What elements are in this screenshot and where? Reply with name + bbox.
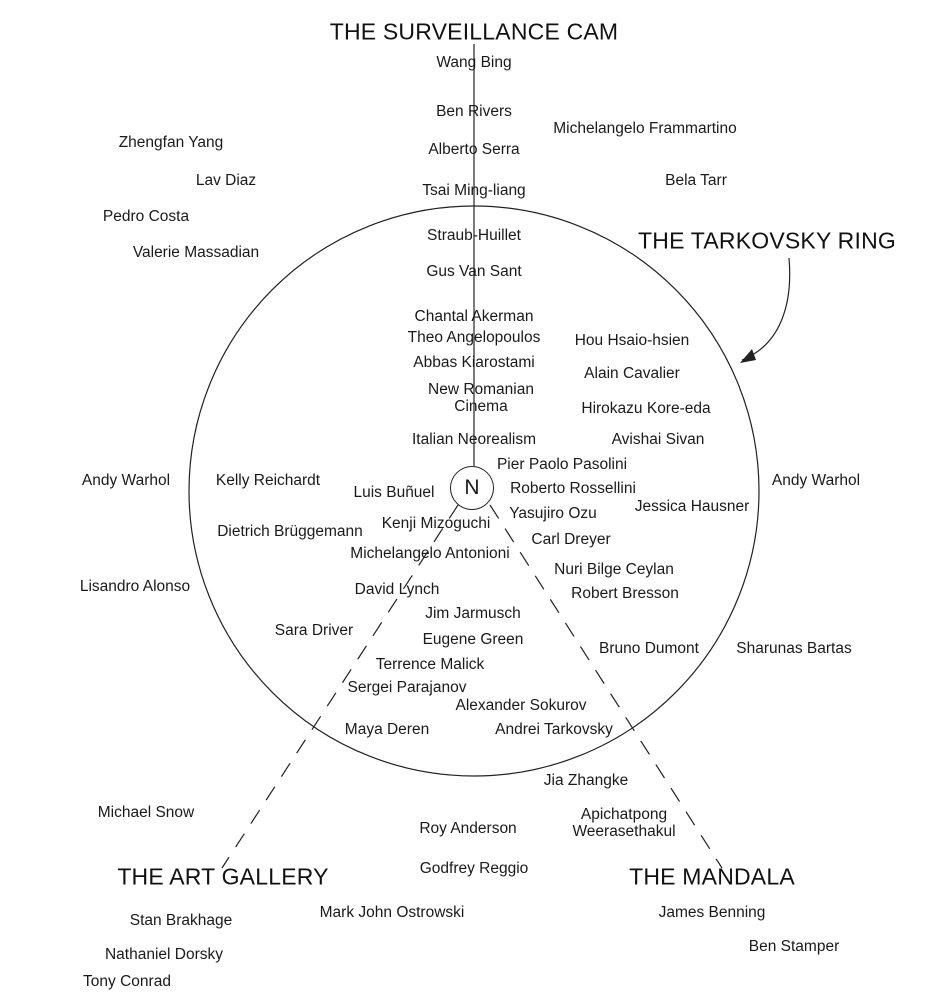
filmmaker-label: Alain Cavalier (584, 365, 680, 383)
filmmaker-label: Ben Stamper (748, 938, 840, 956)
filmmaker-label: Tony Conrad (83, 973, 171, 991)
arrow-head-icon (740, 349, 756, 363)
filmmaker-label: Straub-Huillet (427, 227, 521, 245)
filmmaker-label: Luis Buñuel (353, 484, 435, 502)
filmmaker-label: Nuri Bilge Ceylan (554, 561, 674, 579)
filmmaker-label: Maya Deren (344, 721, 430, 739)
filmmaker-label: Abbas Kiarostami (413, 354, 535, 372)
filmmaker-label: Pedro Costa (102, 208, 190, 226)
filmmaker-label: Tsai Ming-liang (422, 182, 526, 200)
filmmaker-label: Eugene Green (422, 631, 524, 649)
tarkovsky-ring-arrow-curve (741, 257, 791, 361)
filmmaker-label: Michelangelo Antonioni (350, 545, 510, 563)
filmmaker-label: Sara Driver (274, 622, 354, 640)
filmmaker-label: Carl Dreyer (531, 531, 611, 549)
filmmaker-label: Michael Snow (97, 804, 195, 822)
filmmaker-label: Zhengfan Yang (118, 134, 224, 152)
filmmaker-label: Jessica Hausner (634, 498, 750, 516)
filmmaker-label: Andy Warhol (81, 472, 171, 490)
heading-mandala: THE MANDALA (629, 863, 795, 890)
filmmaker-label: New Romanian Cinema (428, 380, 534, 415)
filmmaker-label: Chantal Akerman (414, 308, 534, 326)
filmmaker-label: Hirokazu Kore-eda (581, 400, 711, 418)
filmmaker-label: Lisandro Alonso (79, 578, 191, 596)
filmmaker-label: Valerie Massadian (132, 244, 260, 262)
filmmaker-label: Godfrey Reggio (419, 860, 529, 878)
filmmaker-label: Alexander Sokurov (455, 697, 587, 715)
filmmaker-label: Pier Paolo Pasolini (496, 456, 628, 474)
filmmaker-label: Lav Diaz (195, 172, 257, 190)
filmmaker-label: Jim Jarmusch (425, 605, 521, 623)
heading-art-gallery: THE ART GALLERY (117, 863, 329, 890)
filmmaker-label: Theo Angelopoulos (407, 329, 541, 347)
filmmaker-label: Kenji Mizoguchi (381, 515, 491, 533)
heading-surveillance-cam: THE SURVEILLANCE CAM (329, 18, 619, 45)
filmmaker-label: Andrei Tarkovsky (495, 721, 613, 739)
filmmaker-label: Avishai Sivan (611, 431, 705, 449)
filmmaker-label: Jia Zhangke (543, 772, 629, 790)
filmmaker-label: David Lynch (354, 581, 440, 599)
filmmaker-label: Ben Rivers (436, 103, 512, 121)
filmmaker-label: Yasujiro Ozu (509, 505, 597, 523)
filmmaker-label: James Benning (658, 904, 766, 922)
filmmaker-label: Kelly Reichardt (215, 472, 321, 490)
filmmaker-label: Bruno Dumont (599, 640, 699, 658)
filmmaker-label: Italian Neorealism (411, 431, 537, 449)
filmmaker-label: Wang Bing (436, 54, 512, 72)
filmmaker-label: Sharunas Bartas (736, 640, 852, 658)
filmmaker-label: Alberto Serra (428, 141, 520, 159)
filmmaker-label: Nathaniel Dorsky (104, 946, 224, 964)
filmmaker-label: Roy Anderson (419, 820, 517, 838)
filmmaker-label: Andy Warhol (771, 472, 861, 490)
filmmaker-label: Bela Tarr (665, 172, 727, 190)
filmmaker-label: Dietrich Brüggemann (217, 523, 363, 541)
filmmaker-label: Mark John Ostrowski (319, 904, 465, 922)
filmmaker-label: Sergei Parajanov (347, 679, 467, 697)
filmmaker-label: Terrence Malick (375, 656, 485, 674)
center-node: N (450, 466, 494, 510)
heading-tarkovsky-ring: THE TARKOVSKY RING (638, 227, 896, 254)
mandala-axis-line (489, 504, 723, 869)
filmmaker-label: Michelangelo Frammartino (553, 120, 737, 138)
filmmaker-label: Robert Bresson (571, 585, 679, 603)
filmmaker-label: Hou Hsaio-hsien (574, 332, 690, 350)
filmmaker-label: Apichatpong Weerasethakul (572, 805, 676, 840)
filmmaker-label: Gus Van Sant (426, 263, 522, 281)
filmmaker-label: Stan Brakhage (129, 912, 233, 930)
filmmaker-label: Roberto Rossellini (510, 480, 636, 498)
